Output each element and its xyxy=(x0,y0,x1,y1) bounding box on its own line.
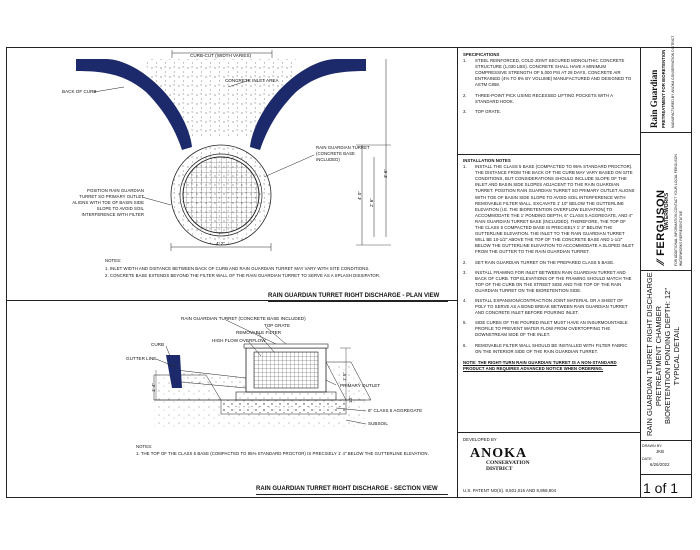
rain-guardian-subtitle: PRETREATMENT FOR BIORETENTION xyxy=(661,49,666,128)
specs-divider xyxy=(457,154,640,155)
logo-line-2: CONSERVATION xyxy=(486,460,530,466)
specs-heading: SPECIFICATIONS xyxy=(463,52,500,57)
section-primary-outlet-label: PRIMARY OUTLET xyxy=(340,383,381,388)
plan-dim-c: 4' 0" xyxy=(357,191,362,200)
section-turret-label: RAIN GUARDIAN TURRET (CONCRETE BASE INCL… xyxy=(181,316,306,321)
turret-grate xyxy=(182,156,260,234)
date-label: DATE: xyxy=(642,457,653,461)
section-title-underline xyxy=(256,494,448,495)
ferguson-small: FOR ADDITIONAL INFORMATION CONTACT YOUR … xyxy=(674,154,683,266)
sheet-number: 1 of 1 xyxy=(643,480,679,496)
tb-divider-4 xyxy=(640,474,692,475)
section-curb xyxy=(166,355,182,388)
plan-dim-b: 2' 6" xyxy=(369,198,374,207)
developer-divider xyxy=(457,432,640,433)
spec-item: 3.TOP GRATE. xyxy=(463,108,502,114)
date-value: 6/26/2022 xyxy=(650,462,670,467)
section-view-title: RAIN GUARDIAN TURRET RIGHT DISCHARGE - S… xyxy=(256,486,438,492)
rain-guardian-brand: Rain Guardian xyxy=(649,69,659,128)
section-top-grate-label: TOP GRATE xyxy=(264,323,291,328)
section-aggregate-label: 6" CLASS 5 AGGREGATE xyxy=(368,408,423,413)
install-heading: INSTALLATION NOTES xyxy=(463,158,511,163)
install-note: NOTE: THE RIGHT-TURN RAIN GUARDIAN TURRE… xyxy=(463,359,617,371)
install-item: 2.SET RAIN GUARDIAN TURRET ON THE PREPAR… xyxy=(463,259,615,265)
section-notes-heading: NOTES: xyxy=(136,444,153,449)
plan-view-drawing xyxy=(76,50,391,251)
section-high-flow-label: HIGH FLOW OVERFLOW xyxy=(212,338,266,343)
plan-notes-heading: NOTES: xyxy=(105,258,122,263)
drawn-by-label: DRAWN BY: xyxy=(642,444,663,448)
anoka-logo: ANOKA CONSERVATION DISTRICT xyxy=(470,446,550,484)
divider-plan-section xyxy=(6,300,457,301)
logo-line-1: ANOKA xyxy=(470,446,528,461)
spec-item: 1.STEEL REINFORCED, COLD JOINT SECURED M… xyxy=(463,58,632,88)
plan-curb-cut-label: CURB-CUT (WIDTH VARIES) xyxy=(190,53,252,58)
plan-title-underline xyxy=(268,301,448,302)
plan-turret-label: RAIN GUARDIAN TURRET (CONCRETE BASE INCL… xyxy=(316,145,370,163)
specs-column: SPECIFICATIONS 1.STEEL REINFORCED, COLD … xyxy=(463,52,635,115)
tb-divider-3 xyxy=(640,440,692,441)
plan-note-2: 2. CONCRETE BASE EXTENDS BEYOND THE FILT… xyxy=(105,273,381,278)
ferguson-sub: WATERWORKS xyxy=(664,192,670,230)
patent-text: U.S. PATENT NO(S). 8,501,016 AND 8,858,8… xyxy=(463,488,557,493)
install-item: 6.REMOVABLE FILTER WALL SHOULD BE INSTAL… xyxy=(463,342,628,354)
install-item: 5.SIDE CURBS OF THE POURED INLET MUST HA… xyxy=(463,320,628,338)
drawing-frame xyxy=(6,47,692,498)
install-item: 1.INSTALL THE CLASS 5 BASE (COMPACTED TO… xyxy=(463,164,635,255)
section-removable-filter-label: REMOVABLE FILTER xyxy=(236,330,282,335)
divider-specs-titleblock xyxy=(640,47,641,498)
section-view-drawing xyxy=(153,319,372,430)
plan-dim-width: 4' 2" xyxy=(216,241,225,246)
plan-position-label: POSITION RAIN GUARDIAN TURRET SO PRIMARY… xyxy=(72,188,144,218)
section-dim-a: 1' 5" xyxy=(342,372,347,381)
plan-note-1: 1. INLET WIDTH AND DISTANCE BETWEEN BACK… xyxy=(105,266,370,271)
section-note-1: 1. THE TOP OF THE CLASS 5 BASE (COMPACTE… xyxy=(136,451,429,456)
ferguson-mark-icon: ∕∕ xyxy=(655,260,667,264)
section-dim-c: 1' 4" xyxy=(151,383,156,392)
section-dim-b: 10" xyxy=(348,396,353,403)
drawing-title: RAIN GUARDIAN TURRET RIGHT DISCHARGE PRE… xyxy=(645,272,681,436)
plan-back-of-curb-label: BACK OF CURB xyxy=(62,89,97,94)
drawn-by-value: JKB xyxy=(656,449,665,454)
install-column: INSTALLATION NOTES 1.INSTALL THE CLASS 5… xyxy=(463,158,635,372)
install-item: 4.INSTALL EXPANSION/CONTRACTION JOINT MA… xyxy=(463,297,628,316)
divider-drawing-specs xyxy=(457,47,458,498)
concrete-inlet-area xyxy=(146,59,296,137)
section-subsoil-label: SUBSOIL xyxy=(368,421,388,426)
developer-label: DEVELOPED BY xyxy=(463,437,497,442)
tb-divider-2 xyxy=(640,270,692,271)
install-item: 3.INSTALL FRAMING FOR INLET BETWEEN RAIN… xyxy=(463,269,632,293)
plan-view-title: RAIN GUARDIAN TURRET RIGHT DISCHARGE - P… xyxy=(268,293,440,299)
plan-concrete-inlet-label: CONCRETE INLET AREA xyxy=(225,78,279,83)
section-curb-label: CURB xyxy=(151,342,165,347)
rain-guardian-small: MANUFACTURED BY ANOKA CONSERVATION DISTR… xyxy=(671,35,675,128)
curb-left xyxy=(76,59,192,150)
section-gutter-line-label: GUTTER LINE xyxy=(126,356,157,361)
tb-divider-1 xyxy=(640,132,692,133)
plan-dim-a: 3' 6" xyxy=(383,169,388,178)
logo-line-3: DISTRICT xyxy=(486,466,513,472)
curb-right xyxy=(250,59,366,150)
spec-item: 2.THREE-POINT PICK USING RECESSED LIFTIN… xyxy=(463,92,613,104)
